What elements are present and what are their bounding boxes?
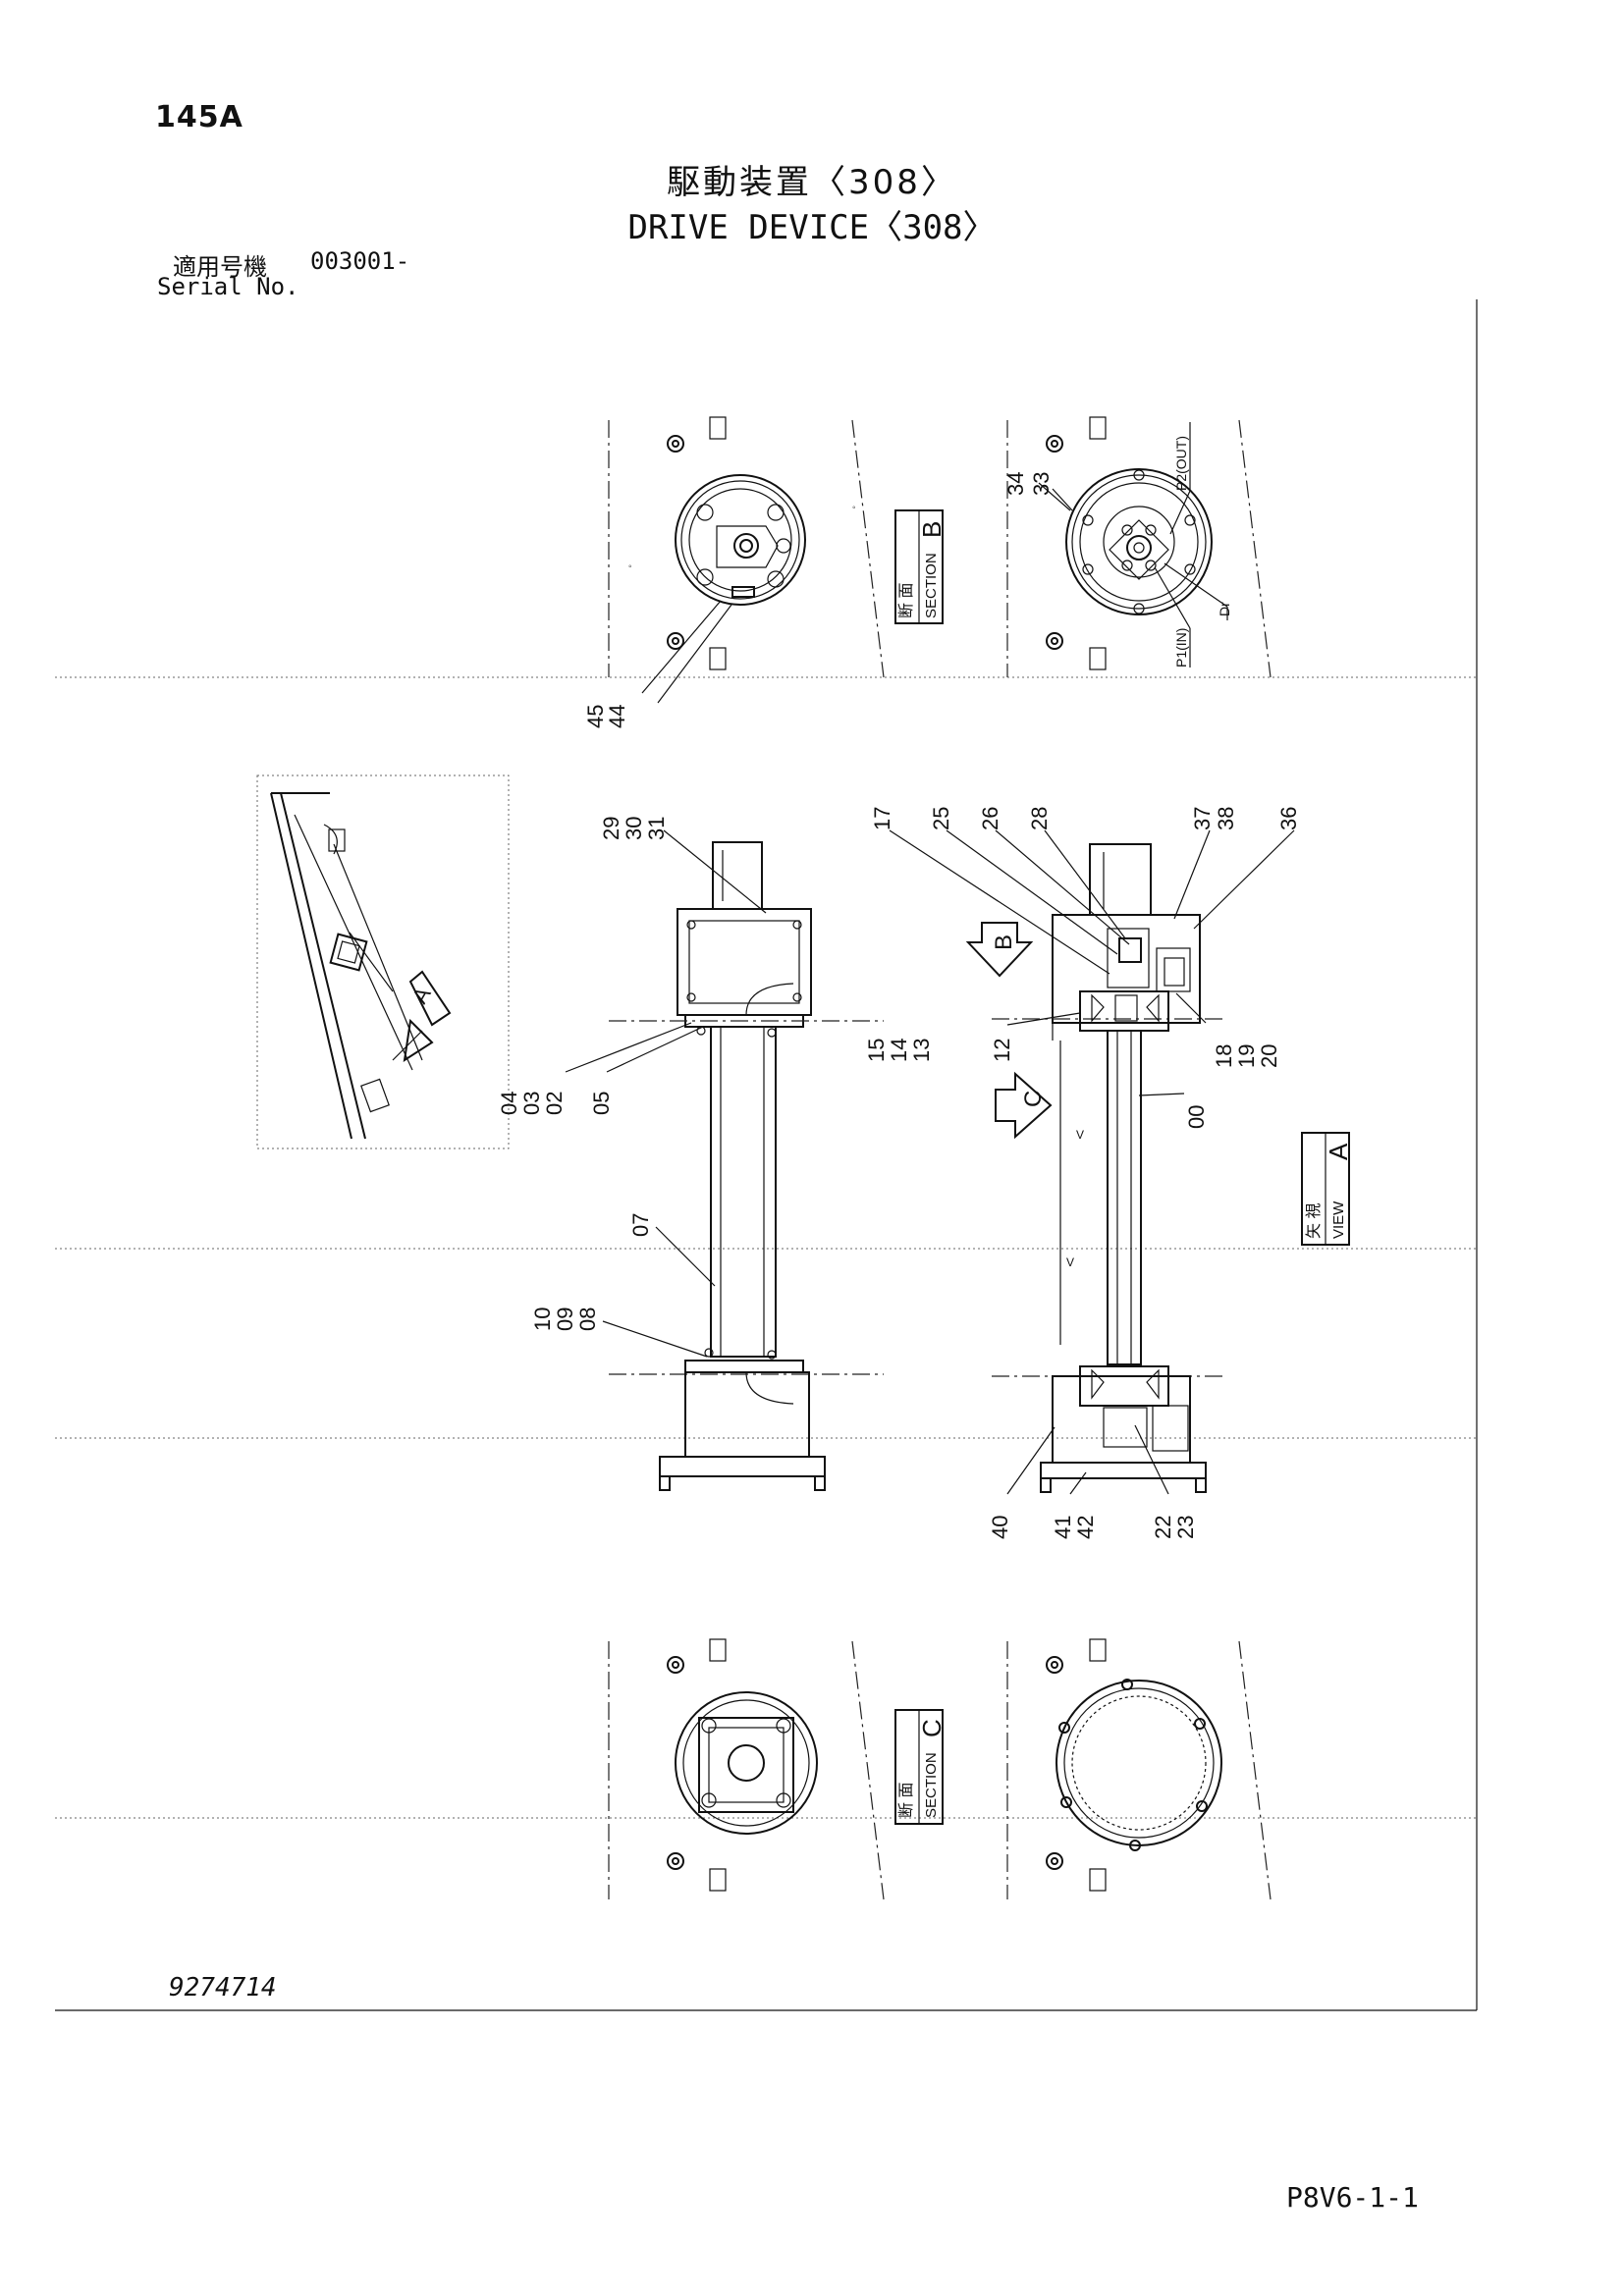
callout-08: 08	[575, 1308, 600, 1331]
callout-02: 02	[542, 1092, 567, 1115]
callout-10: 10	[530, 1308, 555, 1331]
callout-18: 18	[1212, 1044, 1236, 1068]
section-b-label: 断 面 SECTION B	[894, 509, 947, 624]
callout-13: 13	[909, 1039, 934, 1062]
callout-04: 04	[497, 1092, 521, 1115]
callout-34: 34	[1003, 472, 1028, 496]
side-view-left	[609, 841, 884, 1491]
callout-group-15-14-13-12: 15 14 13 12	[864, 1012, 1081, 1062]
callout-31: 31	[644, 817, 669, 840]
callout-29: 29	[599, 817, 623, 840]
callout-23: 23	[1173, 1516, 1198, 1539]
section-c-letter: C	[917, 1719, 947, 1737]
callout-group-00: 00	[1138, 1093, 1209, 1129]
callout-22: 22	[1151, 1516, 1175, 1539]
serial-label-english: Serial No.	[157, 273, 299, 300]
callout-15: 15	[864, 1039, 889, 1062]
svg-text:V: V	[1076, 1128, 1084, 1142]
callout-17: 17	[870, 807, 894, 830]
callout-00: 00	[1184, 1105, 1209, 1129]
callout-group-10-09-08: 10 09 08	[530, 1308, 708, 1358]
callout-group-07: 07	[628, 1213, 716, 1287]
svg-text:◦: ◦	[852, 503, 856, 513]
callout-41: 41	[1051, 1516, 1075, 1539]
section-b-letter: B	[917, 521, 947, 538]
callout-19: 19	[1234, 1044, 1259, 1068]
section-c-label: 断 面 SECTION C	[894, 1709, 947, 1825]
model-number: 145A	[155, 100, 244, 134]
callout-30: 30	[622, 817, 646, 840]
callout-28: 28	[1027, 807, 1052, 830]
frame-lines	[55, 299, 1478, 2011]
callout-44: 44	[605, 705, 629, 728]
bottom-right-end-view	[1006, 1638, 1272, 1900]
section-b-view	[1006, 416, 1272, 678]
callout-group-top-right: 17 25 26 28 37 38 36	[870, 807, 1301, 975]
top-left-end-view: ◦ ◦	[608, 416, 885, 678]
port-labels: P2(OUT) P1(IN) Dr	[1154, 422, 1232, 667]
callout-37: 37	[1190, 807, 1215, 830]
callout-09: 09	[553, 1308, 577, 1331]
svg-text:◦: ◦	[628, 561, 632, 572]
callout-12: 12	[990, 1039, 1014, 1062]
callout-42: 42	[1073, 1516, 1098, 1539]
serial-label-japanese: 適用号機	[173, 253, 267, 281]
arrow-c-indicator: C	[995, 1071, 1053, 1140]
section-b-jp: 断 面	[897, 583, 915, 618]
callout-group-34-33: 34 33	[1003, 472, 1073, 511]
view-a-en: VIEW	[1330, 1201, 1347, 1239]
callout-36: 36	[1276, 807, 1301, 830]
title-japanese: 駆動装置〈308〉	[667, 163, 957, 202]
arrow-b-letter: B	[991, 934, 1017, 950]
section-c-en: SECTION	[923, 1752, 940, 1818]
callout-05: 05	[589, 1092, 614, 1115]
section-c-view	[608, 1638, 885, 1900]
callout-38: 38	[1214, 807, 1238, 830]
title-english: DRIVE DEVICE〈308〉	[627, 208, 997, 247]
callout-14: 14	[887, 1039, 911, 1062]
arrow-b-indicator: B	[965, 922, 1034, 978]
section-b-en: SECTION	[923, 553, 940, 618]
callout-40: 40	[988, 1516, 1012, 1539]
view-a-jp: 矢 視	[1305, 1203, 1323, 1239]
view-a-label: 矢 視 VIEW A	[1301, 1132, 1353, 1246]
callout-group-29-30-31: 29 30 31	[599, 817, 767, 914]
port-p2: P2(OUT)	[1173, 436, 1189, 491]
drawing-number: 9274714	[169, 1973, 277, 2002]
overview-inset: A	[256, 774, 510, 1149]
callout-45: 45	[583, 705, 608, 728]
callout-03: 03	[519, 1092, 544, 1115]
section-c-jp: 断 面	[897, 1783, 915, 1818]
side-view-right-section: V V	[992, 843, 1227, 1493]
port-dr: Dr	[1217, 602, 1232, 616]
serial-value: 003001-	[310, 247, 410, 275]
callout-group-04-03-02-05: 04 03 02 05	[497, 1022, 704, 1115]
port-p1: P1(IN)	[1173, 628, 1189, 667]
svg-text:V: V	[1066, 1255, 1074, 1269]
callout-group-18-19-20: 18 19 20	[1175, 992, 1281, 1068]
page-code: P8V6-1-1	[1286, 2181, 1419, 2214]
arrow-c-letter: C	[1020, 1091, 1047, 1107]
view-a-letter: A	[1324, 1143, 1353, 1160]
callout-26: 26	[978, 807, 1002, 830]
callout-07: 07	[628, 1213, 653, 1237]
callout-group-bottom-right: 40 41 42 22 23	[988, 1424, 1198, 1539]
callout-25: 25	[929, 807, 953, 830]
callout-group-45-44: 45 44	[583, 600, 732, 728]
callout-20: 20	[1257, 1044, 1281, 1068]
